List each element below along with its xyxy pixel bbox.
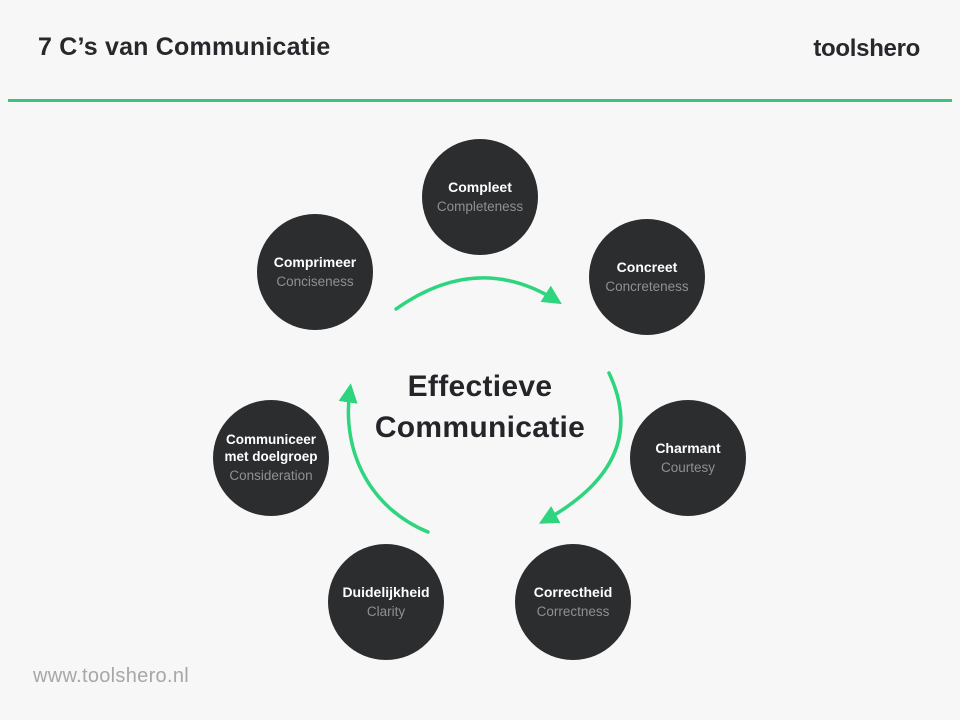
page-title: 7 C’s van Communicatie bbox=[38, 33, 331, 61]
node-label: Concreet bbox=[616, 258, 678, 275]
center-title-line2: Communicatie bbox=[374, 411, 586, 444]
center-title: Effectieve Communicatie bbox=[310, 366, 650, 448]
green-divider bbox=[8, 99, 952, 102]
footer-url: www.toolshero.nl bbox=[33, 665, 189, 687]
node-label: Duidelijkheid bbox=[342, 583, 430, 600]
node-concreet: Concreet Concreteness bbox=[589, 219, 705, 335]
node-label: Communiceer met doelgroep bbox=[224, 432, 318, 464]
node-label: Correctheid bbox=[533, 583, 613, 600]
node-comprimeer: Comprimeer Conciseness bbox=[257, 214, 373, 330]
center-title-line1: Effectieve bbox=[407, 370, 553, 403]
node-compleet: Compleet Completeness bbox=[422, 139, 538, 255]
node-sublabel: Correctness bbox=[536, 603, 610, 619]
node-sublabel: Clarity bbox=[366, 603, 406, 619]
node-label: Charmant bbox=[655, 439, 721, 456]
node-sublabel: Concreteness bbox=[605, 278, 689, 294]
node-label: Comprimeer bbox=[273, 253, 357, 270]
node-sublabel: Consideration bbox=[229, 468, 313, 483]
node-correctheid: Correctheid Correctness bbox=[515, 544, 631, 660]
node-charmant: Charmant Courtesy bbox=[630, 400, 746, 516]
brand-logo: toolshero bbox=[813, 35, 920, 62]
node-label: Compleet bbox=[448, 178, 512, 195]
node-duidelijkheid: Duidelijkheid Clarity bbox=[328, 544, 444, 660]
flow-arrow-top bbox=[394, 276, 562, 311]
node-sublabel: Courtesy bbox=[660, 459, 716, 475]
node-sublabel: Conciseness bbox=[276, 273, 354, 289]
node-communiceer-met-doelgroep: Communiceer met doelgroep Consideration bbox=[213, 400, 329, 516]
node-sublabel: Completeness bbox=[436, 198, 524, 214]
